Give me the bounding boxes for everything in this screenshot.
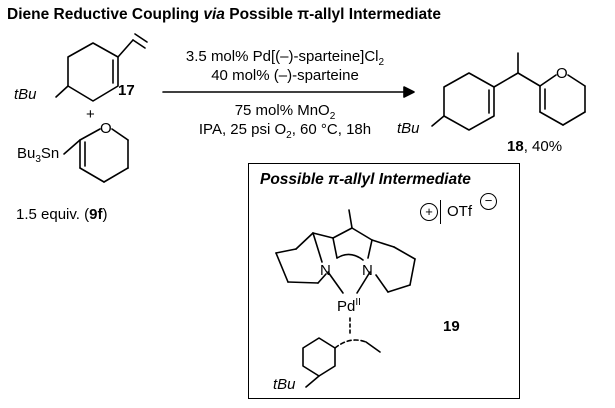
charge-bracket — [440, 200, 441, 224]
counterion-label: OTf — [447, 203, 472, 220]
stannane-equiv: 1.5 equiv. (9f) — [16, 206, 108, 223]
anion-charge: − — [480, 193, 497, 210]
sparteine-ligand — [275, 209, 416, 294]
condition-catalyst: 3.5 mol% Pd[(–)-sparteine]Cl2 — [185, 48, 385, 68]
product-oxygen: O — [556, 65, 568, 82]
cation-charge: + — [420, 203, 438, 221]
product-label-yield: 18, 40% — [507, 138, 563, 155]
intermediate-box-title: Possible π-allyl Intermediate — [260, 171, 471, 188]
nitrogen-right: N — [362, 262, 373, 279]
product-tbu-label: tBu — [397, 120, 420, 137]
compound-label-17: 17 — [118, 82, 135, 99]
intermediate-tbu-label: tBu — [273, 376, 296, 393]
pi-allyl-fragment — [302, 317, 381, 388]
intermediate-box — [248, 163, 520, 399]
stannane-oxygen: O — [100, 120, 112, 137]
condition-oxidant: 75 mol% MnO2 — [234, 102, 336, 122]
stannane-prefix: Bu3Sn — [17, 145, 60, 165]
scheme-title: Diene Reductive Coupling via Possible π-… — [7, 6, 441, 23]
plus-sign: + — [86, 106, 95, 123]
condition-ligand: 40 mol% (–)-sparteine — [211, 67, 359, 84]
nitrogen-left: N — [320, 262, 331, 279]
palladium-center: PdII — [337, 297, 361, 316]
compound-label-19: 19 — [443, 318, 460, 335]
condition-solvent-temp: IPA, 25 psi O2, 60 °C, 18h — [198, 121, 372, 141]
diene-tbu-label: tBu — [14, 86, 37, 103]
stannane-structure — [63, 128, 129, 183]
product-structure — [431, 52, 586, 131]
diene-structure — [55, 33, 148, 102]
reaction-arrow — [162, 86, 415, 98]
